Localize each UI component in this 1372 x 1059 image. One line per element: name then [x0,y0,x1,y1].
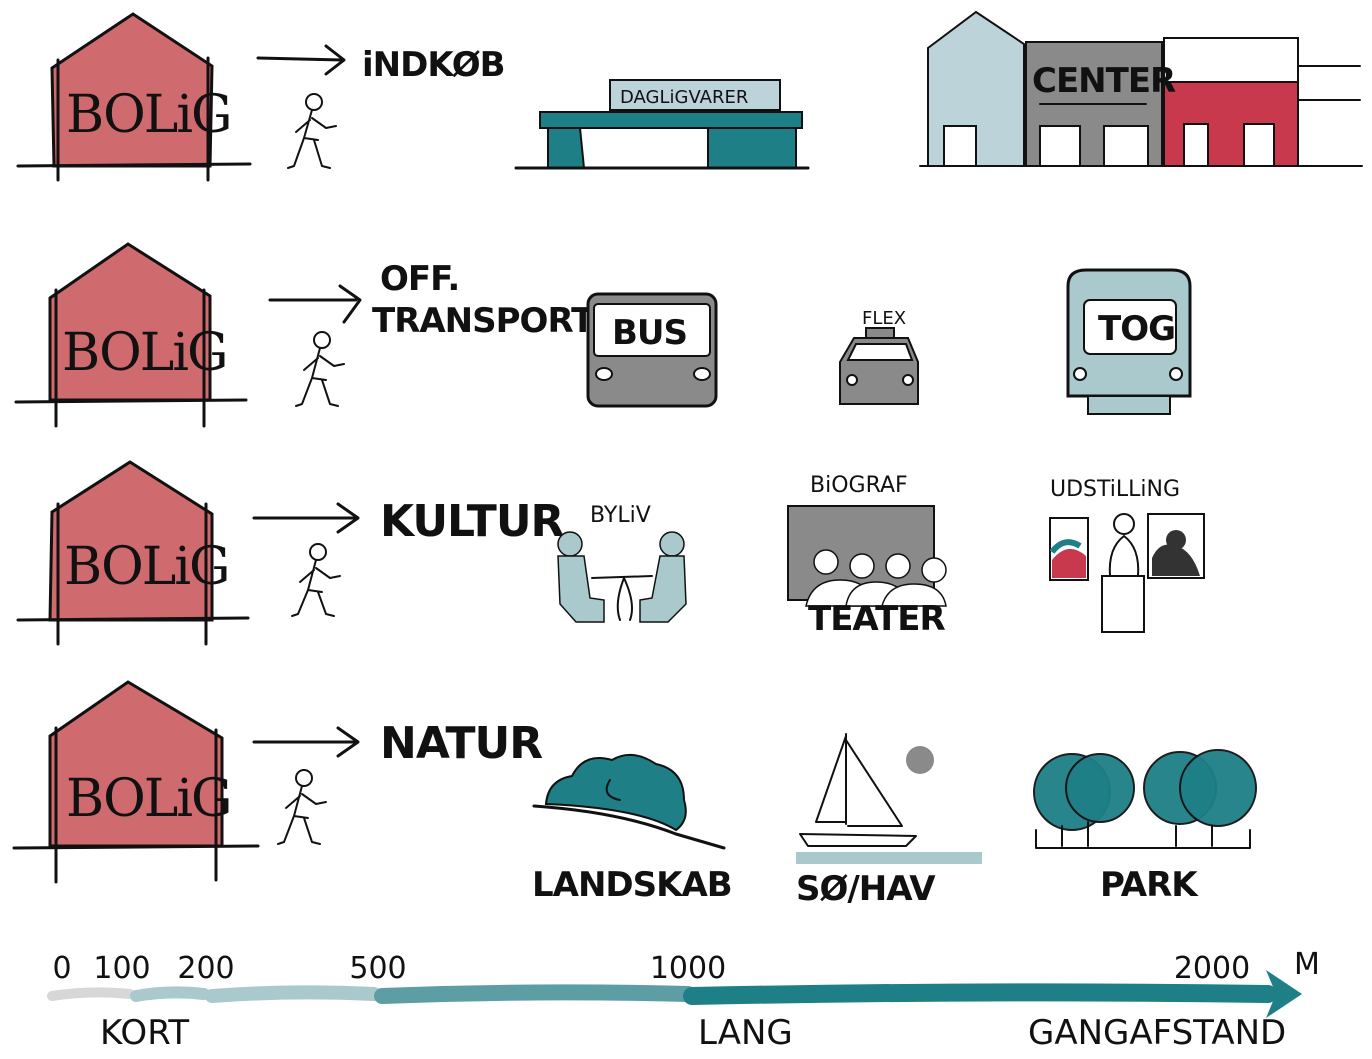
park-trees-icon [1033,749,1257,849]
house-label: BOLiG [66,769,231,829]
destination-label-line1: OFF. [380,259,459,299]
scale-tick-label: 100 [93,951,150,986]
row-transport: BOLiG OFF. TRANSPORT BUS FLEX [14,242,1192,428]
landscape-icon [532,753,726,850]
destination-label: iNDKØB [362,45,505,85]
house-label: BOLiG [64,537,229,597]
grocery-label: DAGLiGVARER [620,87,748,108]
grocery-store-icon [514,79,810,170]
walking-person-icon [277,769,327,845]
scale-segment [47,987,135,1001]
scale-tick-label: 1000 [650,951,726,986]
walking-distance-label: GANGAFSTAND [1028,1013,1286,1053]
house-icon [14,242,248,428]
arrow-icon [252,726,360,758]
exhibition-icon [1049,513,1205,633]
unit-label: M [1294,947,1320,982]
cinema-label: BiOGRAF [810,473,908,498]
walking-person-icon [295,331,345,407]
scale-segment [683,983,1277,1005]
scale-arrowhead-icon [1266,970,1302,1018]
city-life-label: BYLiV [590,503,651,528]
cafe-people-icon [557,531,687,623]
park-label: PARK [1100,865,1199,905]
long-distance-label: LANG [698,1013,793,1053]
sailboat-icon [796,733,982,864]
walking-person-icon [287,93,337,169]
lake-sea-label: SØ/HAV [796,869,936,909]
scale-tick-label: 0 [52,951,71,986]
scale-segment [130,986,210,1002]
cinema-icon [787,505,947,607]
destination-label: NATUR [380,718,542,769]
house-label: BOLiG [66,85,231,145]
scale-tick-label: 200 [177,951,234,986]
row-nature: BOLiG NATUR LANDSKAB SØ/HAV [12,680,1257,909]
arrow-icon [268,284,362,324]
train-label: TOG [1098,309,1175,349]
row-shopping: BOLiG iNDKØB DAGLiGVARER [16,10,1363,182]
arrow-icon [256,44,346,76]
destination-label-line2: TRANSPORT [372,301,595,341]
scale-segment [374,984,696,1004]
distance-scale: 0 100 200 500 1000 2000 M KORT LANG GANGAFSTA… [47,947,1320,1053]
center-label: CENTER [1032,61,1176,101]
shopping-center-icon [919,10,1363,167]
train-icon [1066,268,1192,415]
bus-label: BUS [612,313,687,353]
scale-tick-label: 2000 [1174,951,1250,986]
flex-label: FLEX [862,308,906,329]
destination-label: KULTUR [380,496,564,547]
exhibition-label: UDSTiLLiNG [1050,477,1180,502]
landscape-label: LANDSKAB [532,865,732,905]
house-icon [16,12,252,182]
bus-icon [586,292,718,408]
house-label: BOLiG [62,323,227,383]
scale-segment [205,985,381,1003]
scale-tick-label: 500 [349,951,406,986]
arrow-icon [252,502,360,534]
row-culture: BOLiG KULTUR BYLiV BiOGRA [16,460,1205,646]
theater-label: TEATER [808,599,946,639]
house-icon [16,460,250,646]
house-icon [12,680,260,884]
walking-person-icon [291,543,341,617]
taxi-icon [839,327,919,405]
short-distance-label: KORT [100,1013,189,1053]
